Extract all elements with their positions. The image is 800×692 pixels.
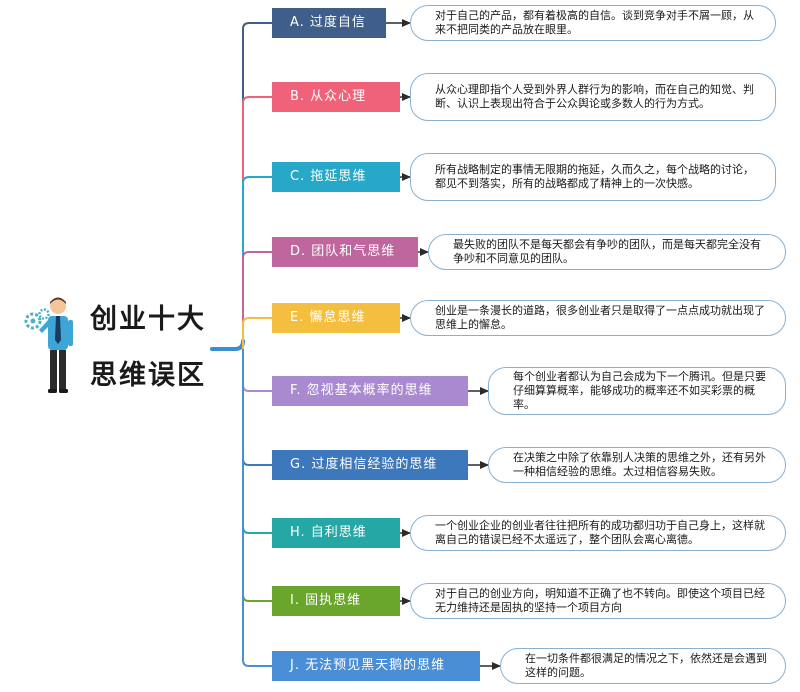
- branch-label: B. 从众心理: [272, 82, 400, 112]
- description-bubble: 每个创业者都认为自己会成为下一个腾讯。但是只要仔细算算概率，能够成功的概率还不如…: [488, 367, 786, 415]
- description-bubble: 一个创业企业的创业者往往把所有的成功都归功于自己身上，这样就离自己的错误已经不太…: [410, 515, 786, 551]
- description-text: 创业是一条漫长的道路，很多创业者只是取得了一点点成功就出现了思维上的懈怠。: [435, 304, 765, 331]
- branch-label: I. 固执思维: [272, 586, 400, 616]
- branch-connector: [242, 317, 272, 349]
- arrow-icon: [402, 19, 411, 27]
- branch-label: C. 拖延思维: [272, 162, 400, 192]
- branch-connector: [242, 22, 272, 349]
- arrow-icon: [480, 461, 489, 469]
- gear-icon: [24, 308, 50, 330]
- description-bubble: 所有战略制定的事情无限期的拖延，久而久之，每个战略的讨论，都见不到落实，所有的战…: [410, 153, 776, 201]
- branch-connector: [242, 96, 272, 349]
- description-text: 最失败的团队不是每天都会有争吵的团队，而是每天都完全没有争吵和不同意见的团队。: [453, 238, 761, 265]
- branch-connector: [242, 349, 272, 602]
- description-bubble: 在一切条件都很满足的情况之下，依然还是会遇到这样的问题。: [500, 648, 786, 684]
- branch-connector: [242, 251, 272, 349]
- description-bubble: 创业是一条漫长的道路，很多创业者只是取得了一点点成功就出现了思维上的懈怠。: [410, 300, 786, 336]
- description-text: 一个创业企业的创业者往往把所有的成功都归功于自己身上，这样就离自己的错误已经不太…: [435, 519, 765, 546]
- description-text: 在一切条件都很满足的情况之下，依然还是会遇到这样的问题。: [525, 652, 767, 679]
- description-text: 在决策之中除了依靠别人决策的思维之外，还有另外一种相信经验的思维。太过相信容易失…: [513, 451, 766, 478]
- description-text: 所有战略制定的事情无限期的拖延，久而久之，每个战略的讨论，都见不到落实，所有的战…: [435, 163, 754, 190]
- hub-connector: [210, 339, 245, 351]
- branch-connector: [242, 349, 272, 392]
- description-bubble: 对于自己的产品，都有着极高的自信。谈到竞争对手不屑一顾，从来不把同类的产品放在眼…: [410, 5, 776, 41]
- arrow-icon: [402, 314, 411, 322]
- businessman-icon: [24, 297, 73, 393]
- diagram-title-line-2: 思维误区: [90, 360, 206, 391]
- arrow-icon: [480, 387, 489, 395]
- branch-connector: [242, 349, 272, 534]
- description-text: 每个创业者都认为自己会成为下一个腾讯。但是只要仔细算算概率，能够成功的概率还不如…: [513, 370, 766, 411]
- diagram-title-line-1: 创业十大: [90, 304, 206, 335]
- description-bubble: 从众心理即指个人受到外界人群行为的影响，而在自己的知觉、判断、认识上表现出符合于…: [410, 73, 776, 121]
- arrow-icon: [402, 529, 411, 537]
- branch-label: E. 懈怠思维: [272, 303, 400, 333]
- branch-label: J. 无法预见黑天鹅的思维: [272, 651, 480, 681]
- description-text: 对于自己的创业方向，明知道不正确了也不转向。即使这个项目已经无力维持还是固执的坚…: [435, 587, 765, 614]
- description-bubble: 对于自己的创业方向，明知道不正确了也不转向。即使这个项目已经无力维持还是固执的坚…: [410, 583, 786, 619]
- arrow-icon: [420, 248, 429, 256]
- arrow-icon: [402, 597, 411, 605]
- description-text: 从众心理即指个人受到外界人群行为的影响，而在自己的知觉、判断、认识上表现出符合于…: [435, 83, 754, 110]
- branch-label: D. 团队和气思维: [272, 237, 418, 267]
- branch-label: H. 自利思维: [272, 518, 400, 548]
- description-bubble: 最失败的团队不是每天都会有争吵的团队，而是每天都完全没有争吵和不同意见的团队。: [428, 234, 786, 270]
- description-text: 对于自己的产品，都有着极高的自信。谈到竞争对手不屑一顾，从来不把同类的产品放在眼…: [435, 9, 754, 36]
- branch-label: F. 忽视基本概率的思维: [272, 376, 468, 406]
- branch-label: A. 过度自信: [272, 8, 386, 38]
- arrow-icon: [492, 662, 501, 670]
- branch-label: G. 过度相信经验的思维: [272, 450, 468, 480]
- branch-connector: [242, 176, 272, 349]
- branch-connector: [242, 349, 272, 667]
- branch-connector: [242, 349, 272, 466]
- description-bubble: 在决策之中除了依靠别人决策的思维之外，还有另外一种相信经验的思维。太过相信容易失…: [488, 447, 786, 483]
- arrow-icon: [402, 93, 411, 101]
- arrow-icon: [402, 173, 411, 181]
